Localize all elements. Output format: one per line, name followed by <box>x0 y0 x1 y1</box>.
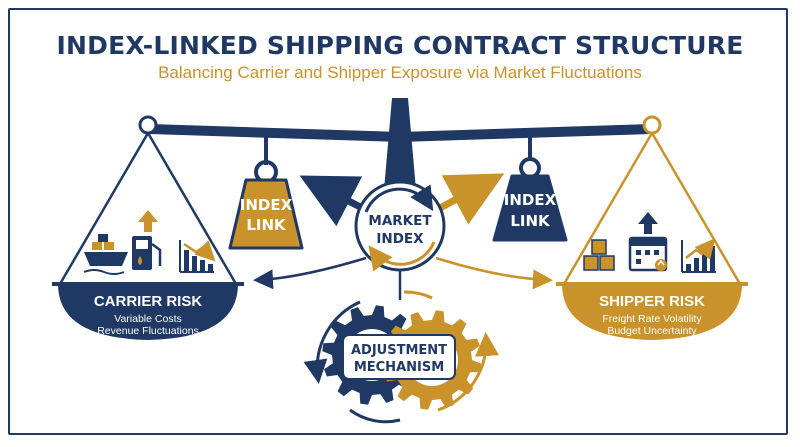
shipper-title: SHIPPER RISK <box>599 293 705 310</box>
market-index-hub: MARKET INDEX <box>354 180 446 272</box>
gear-arrows <box>303 290 499 424</box>
up-arrow-icon <box>638 212 658 234</box>
left-weight-line2: LINK <box>246 216 287 234</box>
right-pan-strings <box>562 132 742 285</box>
page-title: INDEX-LINKED SHIPPING CONTRACT STRUCTURE <box>56 31 744 60</box>
carrier-title: CARRIER RISK <box>94 293 203 310</box>
gear-label-line2: MECHANISM <box>354 360 444 375</box>
right-index-weight: INDEX LINK <box>492 135 568 242</box>
right-weight-line2: LINK <box>510 212 551 230</box>
rising-chart-icon <box>681 238 716 273</box>
gear-label-line1: ADJUSTMENT <box>351 343 447 358</box>
hub-line2: INDEX <box>376 231 424 247</box>
fuel-pump-icon <box>132 236 162 270</box>
scale-beam <box>138 98 662 190</box>
diagram-frame <box>8 8 788 435</box>
left-index-weight: INDEX LINK <box>228 130 304 250</box>
page-subtitle: Balancing Carrier and Shipper Exposure v… <box>158 63 642 82</box>
hub-arrows <box>253 173 553 300</box>
hub-line1: MARKET <box>368 213 432 229</box>
shipper-line1: Freight Rate Volatility <box>602 313 702 325</box>
shipper-line2: Budget Uncertainty <box>607 325 697 337</box>
carrier-line1: Variable Costs <box>114 313 182 325</box>
left-pan-strings <box>58 132 238 285</box>
up-arrow-icon <box>138 210 158 232</box>
right-weight-line1: INDEX <box>504 191 557 209</box>
boxes-icon <box>583 239 615 271</box>
left-weight-line1: INDEX <box>240 196 293 214</box>
declining-chart-icon <box>179 240 216 273</box>
adjustment-label: ADJUSTMENT MECHANISM <box>342 334 456 380</box>
calendar-icon <box>628 236 668 272</box>
ship-icon <box>83 234 128 275</box>
shipper-pan: SHIPPER RISK Freight Rate Volatility Bud… <box>556 282 748 340</box>
carrier-pan: CARRIER RISK Variable Costs Revenue Fluc… <box>52 282 244 340</box>
carrier-line2: Revenue Fluctuations <box>97 325 199 337</box>
